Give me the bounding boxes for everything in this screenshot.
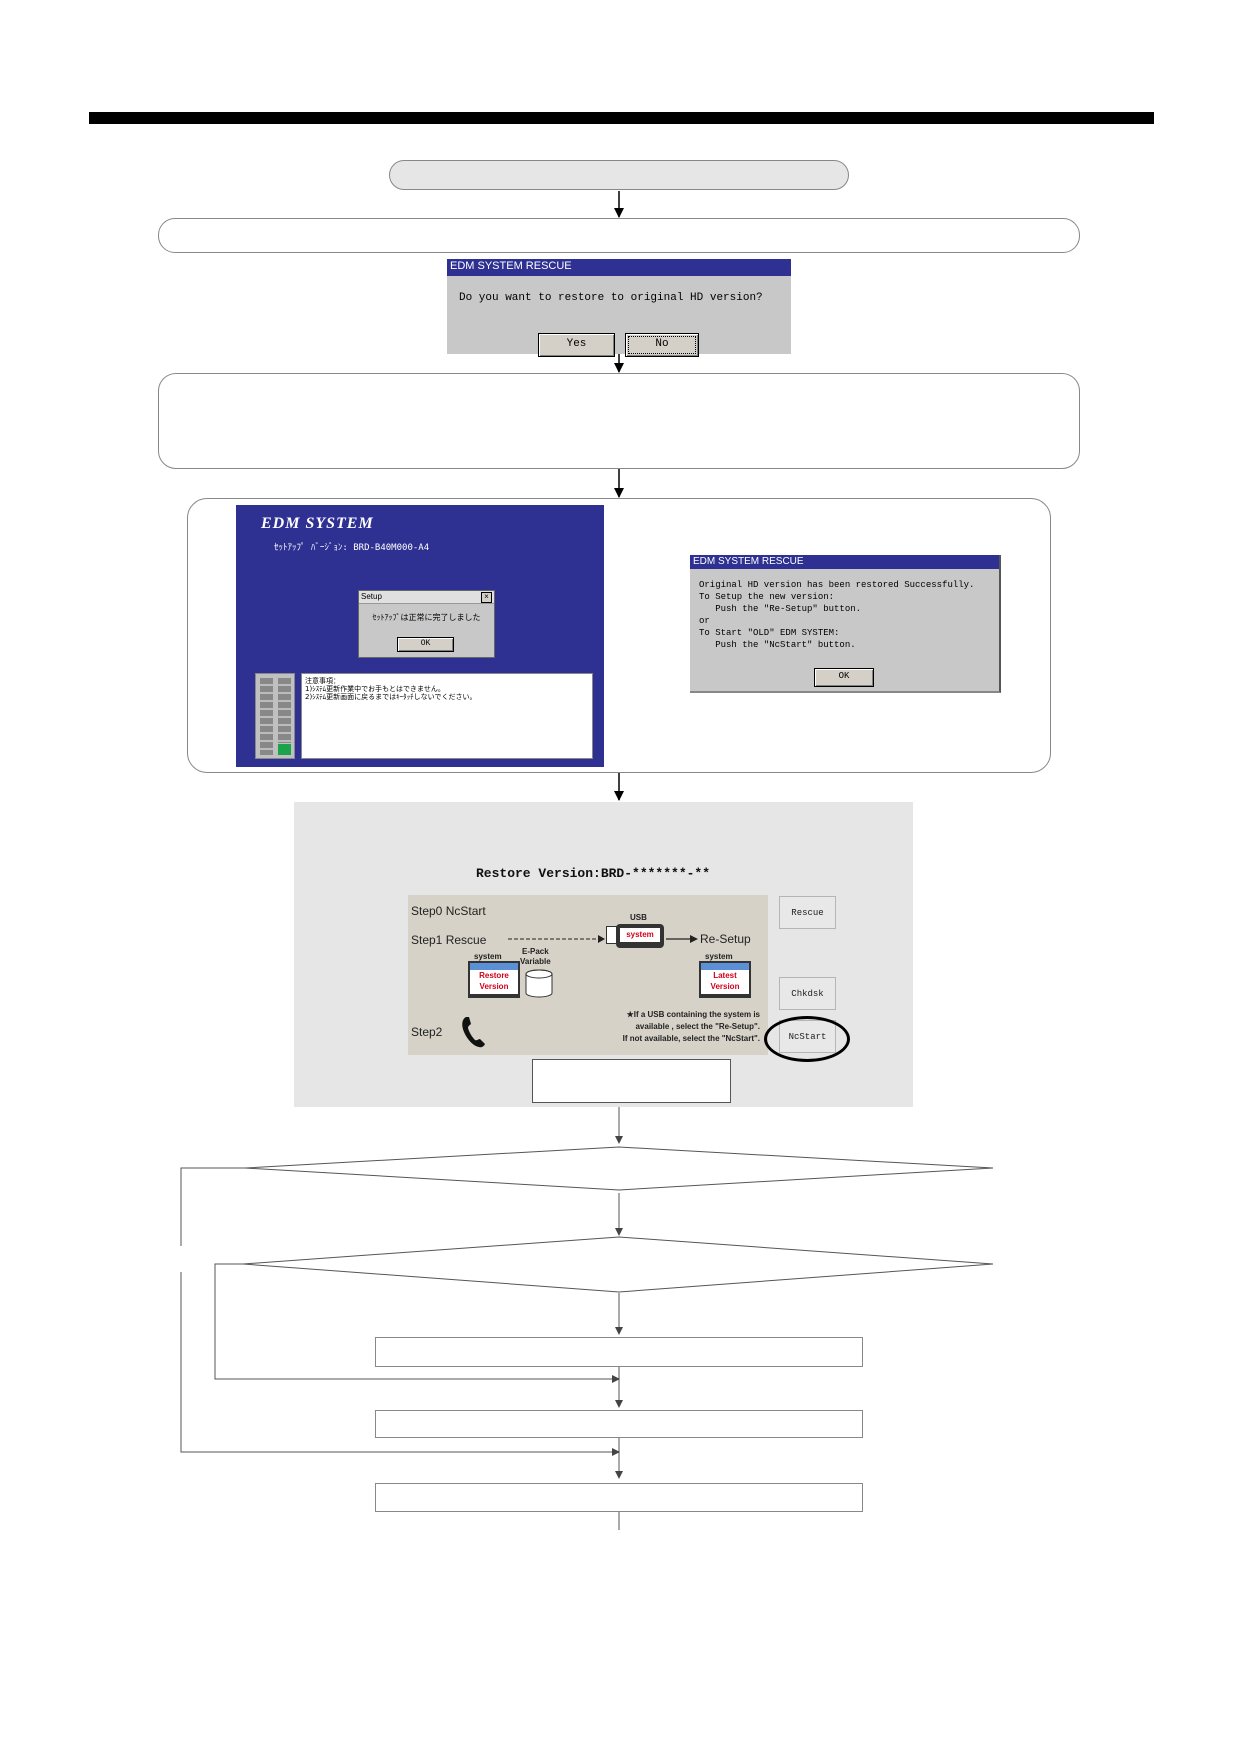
restore-text: Restore [479,971,509,980]
restored-line-2: To Setup the new version: [699,592,835,602]
latest-version-icon: Latest Version [699,961,751,998]
variable-text: Variable [520,957,551,966]
setup-version: ｾｯﾄｱｯﾌﾟ ﾊﾞｰｼﾞｮﾝ: BRD-B40M000-A4 [274,543,430,553]
progress-gauge [255,673,295,759]
setup-ok-button[interactable]: OK [397,637,454,652]
no-button[interactable]: No [625,333,699,357]
setup-dialog: Setup × ｾｯﾄｱｯﾌﾟは正常に完了しました OK [358,590,495,658]
notice-line-2: 1)ｼｽﾃﾑ更新作業中でお手もとはできません。 [305,685,445,693]
database-icon [525,969,553,998]
step2-label: Step2 [411,1025,443,1039]
decision-1 [244,1146,994,1191]
edm-title: EDM SYSTEM [261,515,374,532]
step-box-3 [375,1337,863,1367]
step-box-4 [375,1410,863,1438]
dialog-message: Do you want to restore to original HD ve… [459,292,763,304]
phone-icon [462,1017,485,1048]
restored-line-1: Original HD version has been restored Su… [699,580,975,590]
usb-system-label: system [620,928,660,942]
step0-label: Step0 NcStart [411,904,486,918]
rescue-confirm-dialog: EDM SYSTEM RESCUE Do you want to restore… [447,259,791,357]
setup-dialog-message: ｾｯﾄｱｯﾌﾟは正常に完了しました [372,613,481,622]
latest-text: Latest [713,971,737,980]
step-box-2 [158,373,1080,469]
dialog-title: EDM SYSTEM RESCUE [447,259,791,276]
restored-line-4: or [699,616,710,626]
restored-line-3: Push the "Re-Setup" button. [699,604,862,614]
usb-label: USB [630,913,647,922]
top-rule [89,112,1154,124]
version-text: Version [479,982,509,991]
rescue-button[interactable]: Rescue [779,896,836,929]
note-line-2: available , select the "Re-Setup". [635,1022,760,1031]
restored-line-6: Push the "NcStart" button. [699,640,856,650]
usb-note: ★If a USB containing the system is avail… [623,1009,760,1045]
restored-ok-button[interactable]: OK [814,668,874,687]
step-box-1 [158,218,1080,253]
restore-panel: Restore Version:BRD-*******-** Step0 NcS… [294,802,913,1107]
step1-label: Step1 Rescue [411,933,487,947]
epack-label: E-Pack Variable [520,947,551,967]
restore-version-icon: Restore Version [468,961,520,998]
setup-dialog-title: Setup [361,592,382,601]
ncstart-highlight-circle [764,1016,850,1062]
start-box [389,160,849,190]
resetup-label: Re-Setup [700,932,751,946]
ncstart-callout [532,1059,731,1103]
edm-setup-screen: EDM SYSTEM ｾｯﾄｱｯﾌﾟ ﾊﾞｰｼﾞｮﾝ: BRD-B40M000-… [236,505,604,767]
usb-drive-icon: system [616,924,664,948]
decision-2 [242,1236,994,1293]
right-system-label: system [705,952,733,961]
restored-dialog: EDM SYSTEM RESCUE Original HD version ha… [690,555,1001,693]
latest-version-text: Version [710,982,740,991]
chkdsk-button[interactable]: Chkdsk [779,977,836,1010]
restore-version-label: Restore Version:BRD-*******-** [476,866,711,881]
step-box-5 [375,1483,863,1512]
step-diagram: Step0 NcStart Step1 Rescue Step2 USB sys… [408,895,768,1055]
left-system-label: system [474,952,502,961]
notice-area: 注意事項： 1)ｼｽﾃﾑ更新作業中でお手もとはできません。 2)ｼｽﾃﾑ更新画面… [301,673,593,759]
restored-line-5: To Start "OLD" EDM SYSTEM: [699,628,840,638]
notice-line-1: 注意事項： [305,677,340,685]
note-line-3: If not available, select the "NcStart". [622,1034,760,1043]
epack-text: E-Pack [522,947,549,956]
restored-dialog-title: EDM SYSTEM RESCUE [690,555,999,569]
close-icon[interactable]: × [481,592,492,603]
notice-line-3: 2)ｼｽﾃﾑ更新画面に戻るまではｷｰﾀｯﾁしないでください。 [305,693,477,701]
note-line-1: ★If a USB containing the system is [626,1010,760,1019]
yes-button[interactable]: Yes [538,333,615,357]
